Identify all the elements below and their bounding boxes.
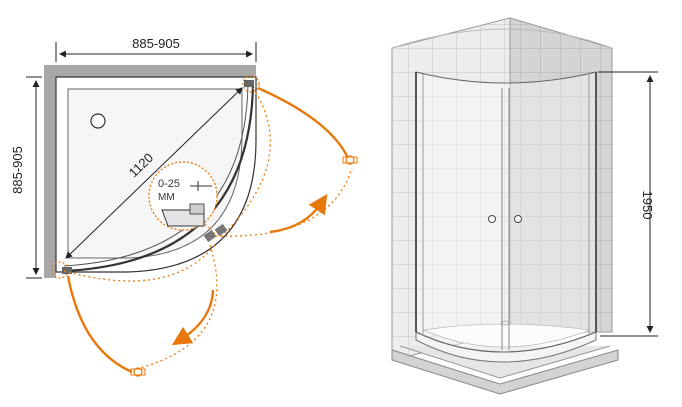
base-platform (391, 349, 619, 395)
plan-view: 1120 885-905 885-905 0-25 MM (10, 36, 358, 377)
perspective-view: 1950 (391, 17, 658, 395)
door-open-arc-left (66, 275, 133, 374)
glass-enclosure (415, 71, 597, 353)
door-handle-right (214, 223, 228, 237)
depth-dimension-label: 885-905 (10, 146, 25, 194)
open-direction-arrow-right (269, 193, 328, 234)
door-open-arc-right (257, 86, 350, 159)
perspective-handle-right (514, 215, 522, 223)
adjustment-unit-label: MM (158, 192, 175, 203)
drain-icon (90, 113, 106, 129)
hinge-top-marker (242, 75, 260, 93)
adjustment-range-label: 0-25 (158, 178, 180, 190)
plan-wall-top (44, 65, 256, 77)
height-dimension-label: 1950 (640, 191, 655, 220)
diagonal-dimension-line (65, 87, 243, 259)
perspective-handle-left (488, 215, 496, 223)
door-handle-left (203, 229, 217, 243)
open-door-handle-right (342, 155, 358, 165)
open-door-handle-left (130, 367, 146, 377)
plan-wall-left (44, 65, 56, 278)
open-direction-arrow-left (171, 289, 215, 346)
width-dimension-label: 885-905 (132, 36, 180, 51)
door-swing-path-left (63, 244, 216, 282)
